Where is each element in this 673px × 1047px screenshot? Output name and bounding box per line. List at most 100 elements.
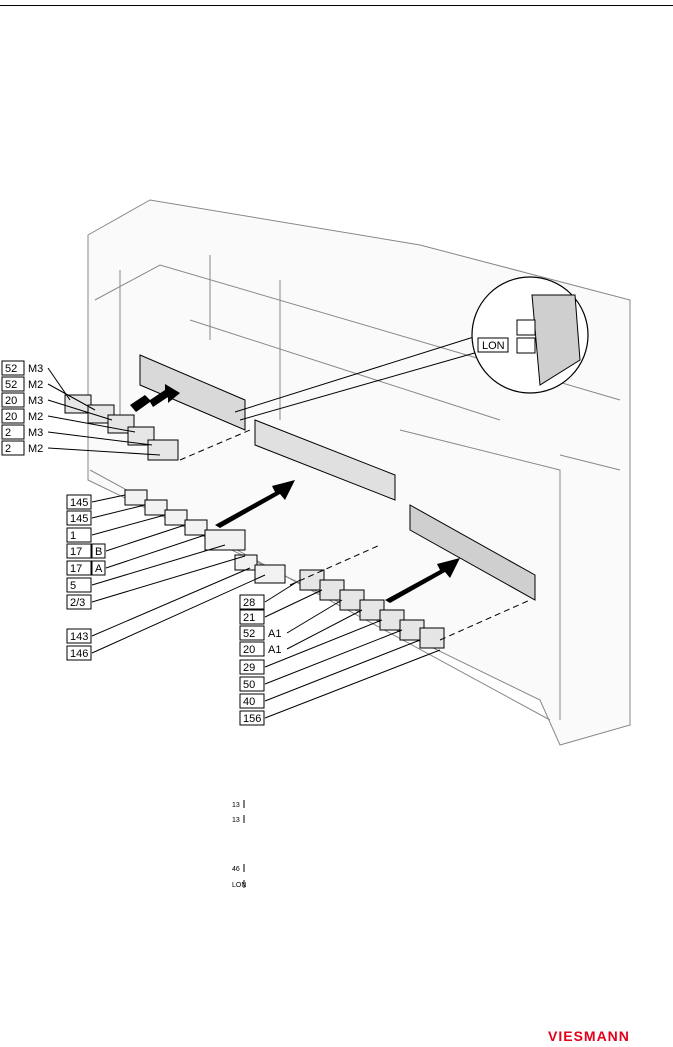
label-box bbox=[239, 676, 265, 692]
label-code: 1 bbox=[70, 530, 76, 542]
label-code: 50 bbox=[243, 679, 255, 691]
label-suffix: M2 bbox=[28, 379, 43, 391]
label-suffix: M3 bbox=[28, 363, 43, 375]
label-suffix: M3 bbox=[28, 395, 43, 407]
right-terminal-strip bbox=[409, 504, 536, 601]
label-box bbox=[66, 543, 92, 559]
label-sub: A bbox=[95, 563, 103, 575]
right-label-row: 21 bbox=[239, 589, 323, 625]
label-code: 52 bbox=[243, 628, 255, 640]
label-box bbox=[239, 659, 265, 675]
arrow-middle bbox=[215, 480, 295, 528]
label-suffix: A1 bbox=[268, 644, 281, 656]
label-box bbox=[239, 693, 265, 709]
header-rule bbox=[0, 5, 673, 6]
right-label-row: 20 A1 bbox=[239, 609, 363, 657]
left-label-row: 52 M2 bbox=[1, 376, 96, 411]
label-box bbox=[1, 408, 25, 424]
label-code: 20 bbox=[5, 395, 17, 407]
label-box bbox=[239, 594, 265, 610]
label-code: 20 bbox=[5, 411, 17, 423]
guide-lines bbox=[179, 429, 531, 641]
label-box bbox=[66, 527, 92, 543]
right-label-row: 50 bbox=[239, 629, 403, 692]
label-code: 29 bbox=[243, 662, 255, 674]
label-code: 143 bbox=[70, 631, 88, 643]
footnote-code: 13 bbox=[232, 817, 240, 824]
label-box bbox=[66, 494, 92, 510]
label-box bbox=[1, 392, 25, 408]
label-box bbox=[66, 594, 92, 610]
label-box bbox=[66, 628, 92, 644]
label-box bbox=[1, 424, 25, 440]
label-code: 17 bbox=[70, 563, 82, 575]
footnote-code: LON bbox=[232, 882, 246, 889]
middle-label-row: 146 bbox=[66, 574, 266, 661]
lon-callout: LON bbox=[234, 276, 589, 421]
right-label-row: 52 A1 bbox=[239, 599, 343, 641]
label-code: 2/3 bbox=[70, 597, 85, 609]
sub-box bbox=[91, 543, 106, 559]
lon-label: LON bbox=[482, 340, 505, 352]
left-label-row: 20 M3 bbox=[1, 392, 113, 421]
label-box bbox=[239, 641, 265, 657]
right-label-row: 156 bbox=[239, 649, 441, 726]
brand-logo: VIESMANN bbox=[548, 1028, 630, 1044]
sub-box bbox=[91, 560, 106, 576]
middle-label-row: 5 bbox=[66, 544, 226, 593]
label-suffix: M2 bbox=[28, 443, 43, 455]
label-code: 145 bbox=[70, 497, 88, 509]
label-box bbox=[66, 645, 92, 661]
right-label-row: 29 bbox=[239, 619, 383, 675]
label-suffix: A1 bbox=[268, 628, 281, 640]
footnote-code: 13 bbox=[232, 802, 240, 809]
label-code: 28 bbox=[243, 597, 255, 609]
label-suffix: M2 bbox=[28, 411, 43, 423]
middle-label-row: 145 bbox=[66, 494, 126, 510]
insertion-arrows bbox=[130, 384, 460, 603]
label-code: 17 bbox=[70, 546, 82, 558]
middle-label-row: 145 bbox=[66, 504, 146, 526]
right-label-row: 40 bbox=[239, 639, 421, 709]
label-suffix: M3 bbox=[28, 427, 43, 439]
label-box bbox=[66, 510, 92, 526]
label-code: 52 bbox=[5, 379, 17, 391]
left-label-row: 2 M3 bbox=[1, 424, 153, 446]
label-box bbox=[1, 440, 25, 456]
label-box bbox=[66, 560, 92, 576]
label-box bbox=[239, 710, 265, 726]
label-code: 2 bbox=[5, 427, 11, 439]
label-box bbox=[1, 360, 25, 376]
label-box bbox=[66, 577, 92, 593]
plug-group-middle bbox=[124, 489, 286, 584]
label-code: 156 bbox=[243, 713, 261, 725]
top-terminal-strip bbox=[139, 354, 396, 501]
label-sub: B bbox=[95, 546, 102, 558]
left-label-row: 20 M2 bbox=[1, 408, 136, 433]
middle-label-row: 17 B bbox=[66, 524, 186, 559]
left-label-row: 2 M2 bbox=[1, 440, 161, 456]
plug-group-right bbox=[299, 569, 445, 649]
arrow-left bbox=[130, 384, 180, 412]
right-label-row: 28 bbox=[239, 579, 301, 610]
label-code: 52 bbox=[5, 363, 17, 375]
label-box bbox=[239, 625, 265, 641]
middle-label-row: 143 bbox=[66, 567, 251, 644]
middle-label-row: 2/3 bbox=[66, 555, 246, 610]
label-code: 146 bbox=[70, 648, 88, 660]
label-code: 20 bbox=[243, 644, 255, 656]
lon-label-box bbox=[477, 337, 509, 353]
label-box bbox=[1, 376, 25, 392]
label-code: 2 bbox=[5, 443, 11, 455]
footnote-code: 46 bbox=[232, 866, 240, 873]
left-label-row: 52 M3 bbox=[1, 360, 71, 401]
label-code: 40 bbox=[243, 696, 255, 708]
label-box bbox=[239, 609, 265, 625]
label-code: 5 bbox=[70, 580, 76, 592]
